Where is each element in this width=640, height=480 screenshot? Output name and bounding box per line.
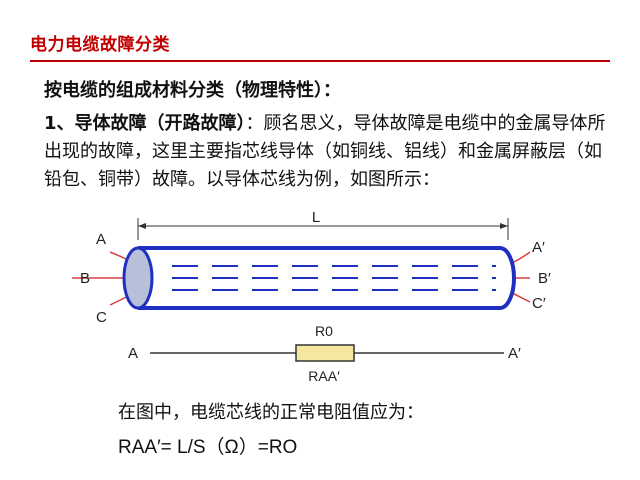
- length-arrow-left: [138, 223, 146, 229]
- length-arrow-right: [500, 223, 508, 229]
- label-b-left: B: [80, 270, 90, 287]
- formula-text: RAA′= L/S（Ω）=RO: [118, 437, 298, 458]
- label-c-left: C: [96, 309, 107, 326]
- paragraph-text: ：顾名思义，导体故障是电缆中的金属导体所出现的故障，这里主要指芯线导体（如铜线、…: [44, 113, 606, 190]
- label-c-right: C′: [532, 295, 546, 312]
- cable-end-cap: [122, 246, 154, 310]
- body-paragraph: 1、导体故障（开路故障）：顾名思义，导体故障是电缆中的金属导体所出现的故障，这里…: [44, 110, 614, 194]
- slide-title: 电力电缆故障分类: [30, 35, 170, 55]
- line-right-label: A′: [508, 345, 521, 362]
- cable-body: [138, 246, 516, 310]
- label-a-left: A: [96, 231, 106, 248]
- resistor: [295, 344, 355, 362]
- paragraph-lead: 1、导体故障（开路故障）: [44, 113, 246, 134]
- title-underline: [30, 60, 610, 62]
- label-b-right: B′: [538, 270, 551, 287]
- label-a-right: A′: [532, 239, 545, 256]
- resistor-top-label: R0: [315, 323, 333, 339]
- slide-subtitle: 按电缆的组成材料分类（物理特性）：: [44, 80, 341, 101]
- resistor-bottom-label: RAA′: [308, 368, 340, 384]
- length-label: L: [312, 209, 320, 226]
- line-left-label: A: [128, 345, 138, 362]
- note-text: 在图中，电缆芯线的正常电阻值应为：: [118, 402, 424, 423]
